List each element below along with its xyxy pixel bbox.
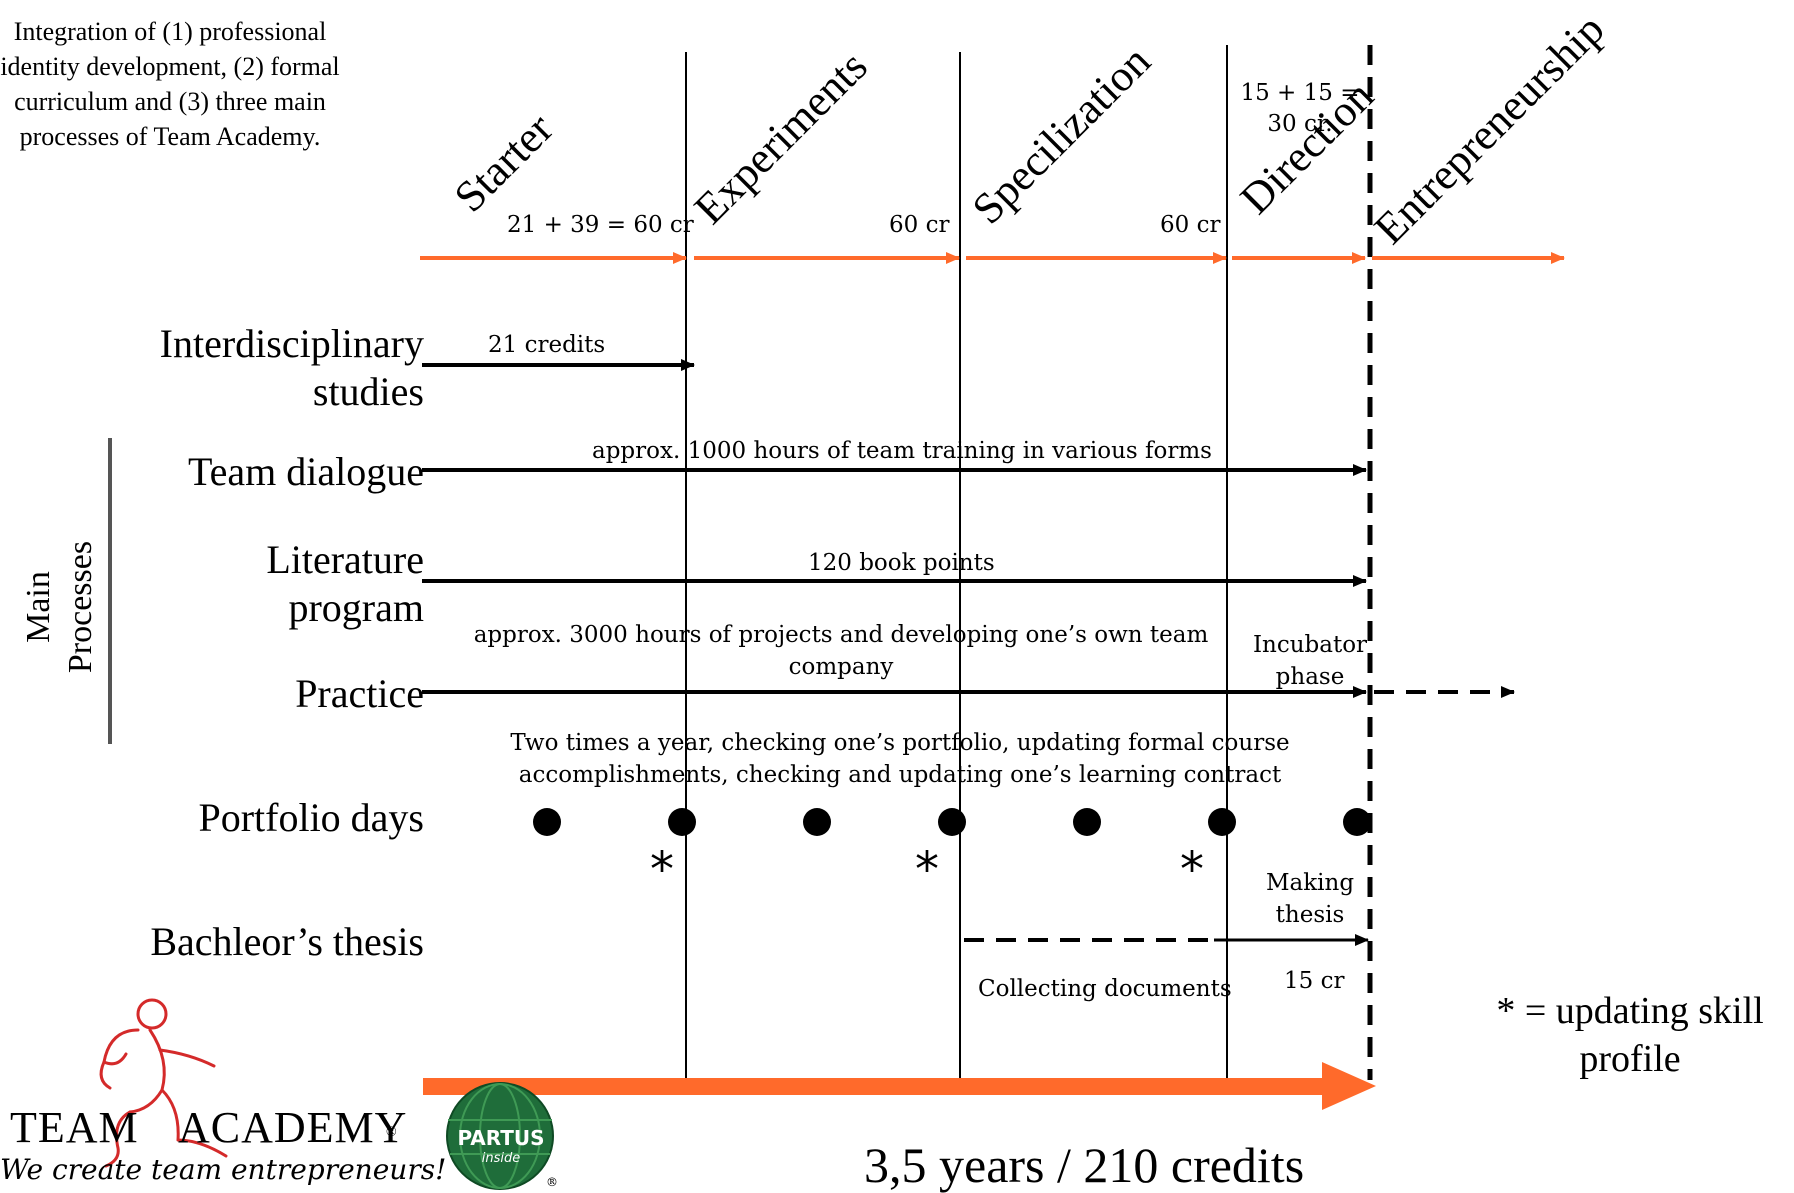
credits-specilization: 60 cr [1160,212,1221,238]
credits-experiments: 60 cr [889,212,950,238]
note-thesis-credits: 15 cr [1284,968,1345,994]
logo-word-academy: ACADEMY [178,1103,408,1152]
partus-logo: PARTUS inside ® [446,1080,566,1192]
label-literature-2: program [288,585,424,630]
logo-word-team: TEAM [10,1103,139,1152]
note-literature: 120 book points [808,550,995,576]
credits-direction: 15 + 15 = 30 cr. [1240,80,1360,137]
skill-profile-star: * [650,842,674,898]
main-processes-line1: Main [20,571,57,643]
label-interdisciplinary-2: studies [312,369,424,414]
note-practice-1: approx. 3000 hours of projects and devel… [473,622,1209,648]
legend-line1: * = updating skill [1496,990,1764,1032]
label-practice: Practice [295,671,424,716]
timeline-bar [423,1078,1335,1095]
portfolio-day-dot [938,808,966,836]
note-interdisciplinary: 21 credits [488,332,606,358]
note-portfolio-2: accomplishments, checking and updating o… [518,762,1282,788]
logo-registered: ® [386,1125,397,1140]
note-portfolio-1: Two times a year, checking one’s portfol… [510,730,1290,756]
label-team-dialogue: Team dialogue [188,449,424,494]
main-processes-line2: Processes [62,540,99,674]
team-academy-logo: TEAM ACADEMY ® We create team entreprene… [0,990,446,1190]
intro-text: Integration of (1) professional identity… [0,17,340,151]
note-practice-2: company [788,654,894,680]
portfolio-day-dot [1073,808,1101,836]
partus-registered: ® [546,1175,558,1189]
making-thesis-2: thesis [1275,902,1345,928]
credits-starter: 21 + 39 = 60 cr [507,212,694,238]
label-interdisciplinary-1: Interdisciplinary [159,321,424,366]
note-collecting-documents: Collecting documents [978,976,1232,1002]
portfolio-day-dot [1343,808,1371,836]
portfolio-day-dot [668,808,696,836]
timeline-arrowhead [1322,1062,1376,1110]
partus-sub: inside [481,1151,521,1166]
logo-tagline: We create team entrepreneurs! [0,1153,447,1186]
duration-label: 3,5 years / 210 credits [864,1137,1305,1193]
main-processes-label: Main Processes [18,507,102,707]
portfolio-day-dot [533,808,561,836]
making-thesis-1: Making [1265,870,1355,896]
label-thesis: Bachleor’s thesis [150,919,424,964]
portfolio-day-dot [1208,808,1236,836]
label-portfolio: Portfolio days [198,795,424,840]
partus-globe-icon [446,1082,554,1190]
portfolio-day-dot [803,808,831,836]
incubator-1: Incubator [1252,632,1368,658]
legend-line2: profile [1579,1038,1681,1080]
incubator-2: phase [1275,664,1345,690]
partus-word: PARTUS [457,1126,545,1150]
label-literature-1: Literature [266,537,424,582]
note-team-dialogue: approx. 1000 hours of team training in v… [592,438,1212,464]
team-academy-figure-icon [99,998,228,1168]
skill-profile-star: * [1180,842,1204,898]
skill-profile-star: * [915,842,939,898]
